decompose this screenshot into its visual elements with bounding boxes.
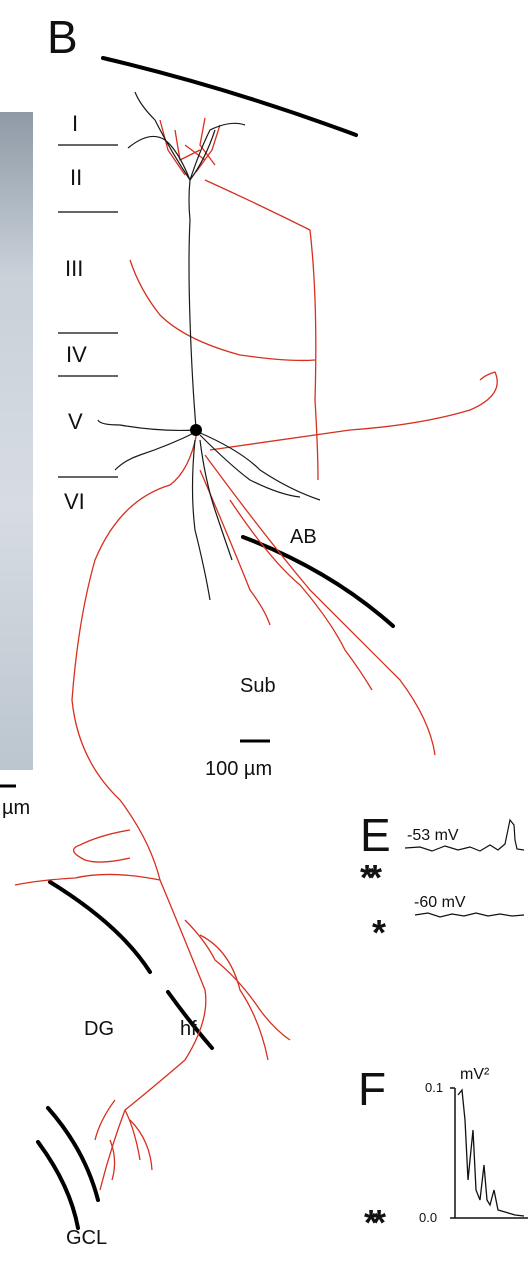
layer-boundaries [58, 144, 118, 478]
basal-dendrite-descending [191, 439, 233, 601]
axon-ml-collateral-d [199, 934, 269, 1061]
region-label-hf: hf [180, 1018, 197, 1040]
axon-granule-tuft [94, 1099, 153, 1181]
panel-label-f: F [358, 1063, 387, 1115]
panel-f-tick-label-bottom: 0.0 [419, 1210, 438, 1225]
layer-label-6: VI [64, 489, 85, 514]
anatomical-boundaries [36, 56, 395, 1230]
granule-cell-layer-outer-line [46, 1106, 100, 1202]
axon-main-descending [71, 431, 207, 1191]
left-panel-scale-label: µm [2, 797, 31, 819]
axon-ml-collateral-c [184, 919, 291, 1041]
region-label-dg: DG [84, 1018, 114, 1040]
region-label-ab: AB [290, 526, 317, 548]
panel-label-e: E [360, 809, 391, 861]
hippocampal-fissure-upper-line [48, 880, 152, 974]
panel-f-unit: mV² [460, 1066, 490, 1083]
dendrite-arbor [97, 91, 321, 601]
left-panel-micrograph [0, 112, 33, 770]
layer-label-2: II [70, 165, 83, 190]
axon-arbor [14, 117, 498, 1191]
layer-label-1: I [72, 111, 79, 136]
layer-label-4: IV [66, 342, 87, 367]
trace-1-marker: ** [360, 857, 382, 898]
layer-label-5: V [68, 409, 83, 434]
panel-label-b: B [47, 11, 78, 63]
apical-tuft [127, 91, 246, 181]
axon-collateral-a [199, 469, 271, 626]
alveus-boundary-line [241, 535, 395, 628]
granule-cell-layer-inner-line [36, 1140, 80, 1230]
axon-sub-long-branch [204, 454, 436, 756]
trace-2-line [414, 912, 525, 918]
axon-sub-short-branch [229, 499, 373, 691]
axon-deep-right-branch [209, 371, 498, 451]
panel-f-marker: ** [364, 1202, 386, 1243]
basal-dendrite-left [97, 419, 197, 471]
hippocampal-fissure-lower-line [166, 990, 214, 1050]
axon-ml-collateral-left [14, 873, 161, 886]
basal-dendrite-right [197, 431, 321, 501]
trace-2-marker: * [372, 912, 386, 953]
panel-f-tick-label-top: 0.1 [425, 1080, 444, 1095]
trace-2-voltage: -60 mV [414, 894, 466, 911]
pial-surface-line [101, 56, 358, 137]
trace-1-line [404, 818, 525, 852]
soma [190, 424, 202, 436]
axon-ml-collateral-b [73, 829, 131, 863]
axon-layer-ii-iii-branch [204, 179, 319, 481]
trace-1-voltage: -53 mV [407, 827, 459, 844]
panel-f-spectrum-line [457, 1088, 525, 1217]
axon-layer-iii-left-branch [129, 259, 316, 362]
scale-bar-label: 100 µm [205, 758, 273, 780]
layer-label-3: III [65, 256, 84, 281]
axon-tuft-superficial [159, 117, 221, 176]
region-label-gcl: GCL [66, 1227, 108, 1249]
apical-dendrite [188, 179, 197, 429]
region-label-sub: Sub [240, 675, 276, 697]
